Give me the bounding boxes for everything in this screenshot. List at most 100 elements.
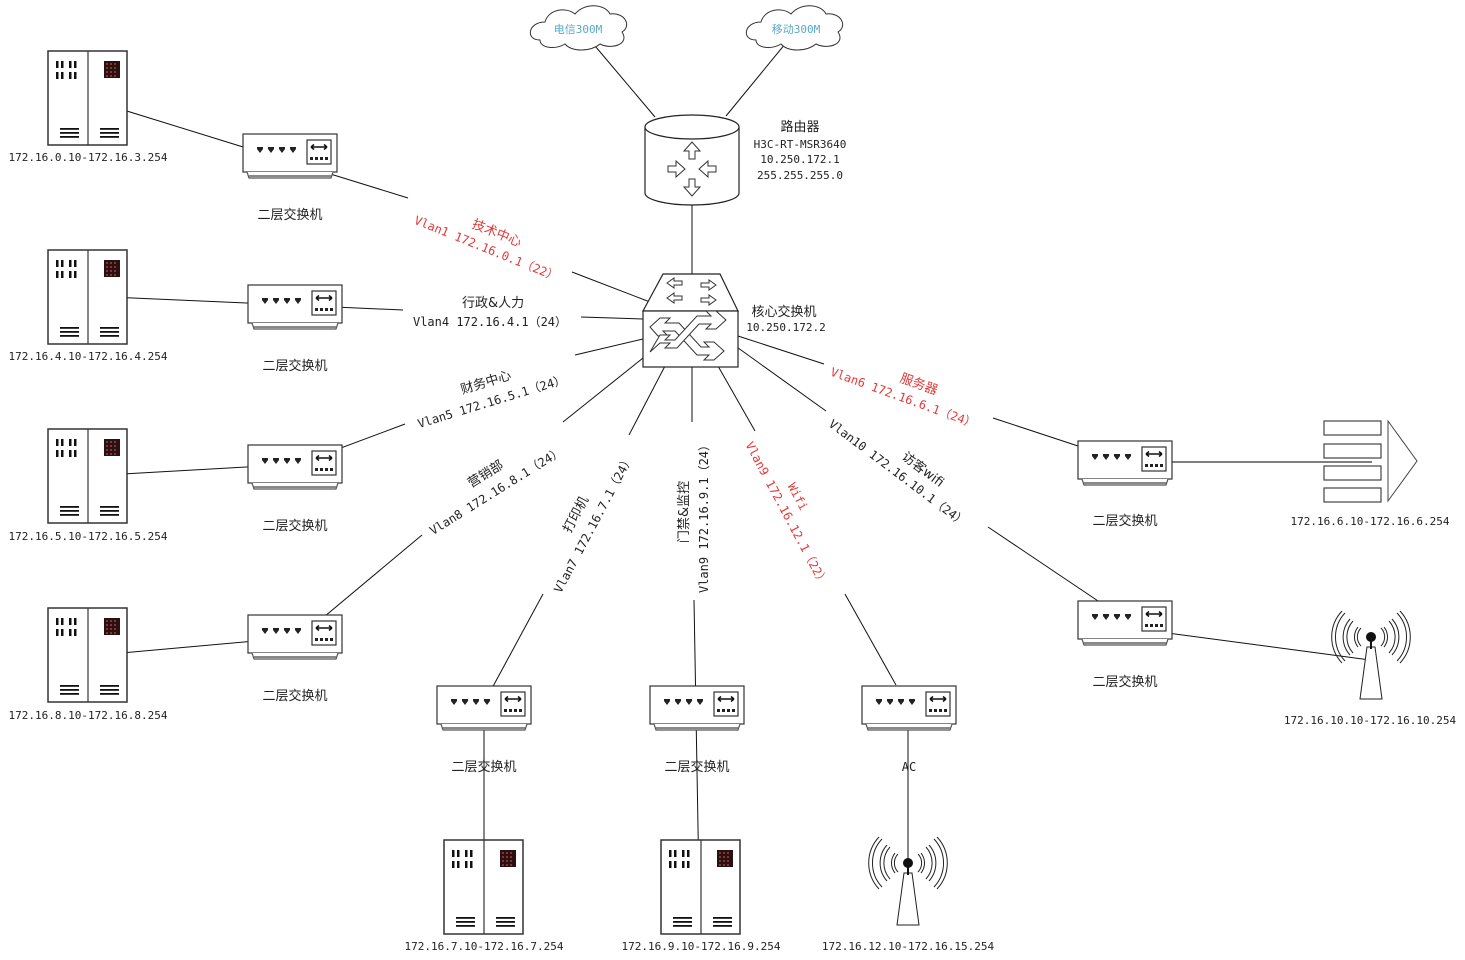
switch-icon bbox=[247, 444, 343, 490]
link-vlan4-b bbox=[580, 316, 644, 320]
router-model: H3C-RT-MSR3640 bbox=[754, 138, 847, 151]
link-vlan8-c bbox=[562, 357, 644, 423]
vlan-label: Wifi Vlan9 172.16.12.1（22） bbox=[742, 439, 830, 588]
cloud-label: 电信300M bbox=[554, 23, 603, 36]
endpoint-server[interactable]: 172.16.6.10-172.16.6.254 bbox=[1291, 419, 1450, 528]
vlan-label: 技术中心 Vlan1 172.16.0.1（22） bbox=[412, 213, 560, 284]
switch-label: 二层交换机 bbox=[1092, 513, 1157, 529]
vlan-subnet: Vlan4 172.16.4.1（24） bbox=[413, 315, 567, 329]
vlan-name: 行政&人力 bbox=[462, 296, 524, 311]
vlan-name: 门禁&监控 bbox=[677, 481, 692, 543]
cloud-telecom: 电信300M bbox=[530, 5, 628, 51]
pc-icon bbox=[47, 607, 128, 703]
switch-label: AC bbox=[902, 760, 916, 774]
vlan-subnet: Vlan9 172.16.9.1（24） bbox=[697, 439, 711, 593]
link-wifi-c bbox=[717, 365, 756, 432]
link-vlan4-a bbox=[87, 295, 404, 311]
switch-label: 二层交换机 bbox=[262, 518, 327, 534]
router-title: 路由器 bbox=[780, 119, 819, 135]
router-icon bbox=[644, 114, 740, 206]
pc-icon bbox=[47, 50, 128, 146]
link-vlan7-b bbox=[483, 593, 544, 704]
switch-icon bbox=[1077, 600, 1173, 646]
pc-icon bbox=[660, 839, 741, 935]
switch-label: 二层交换机 bbox=[1092, 674, 1157, 690]
ip-range: 172.16.5.10-172.16.5.254 bbox=[9, 530, 168, 543]
access-switch[interactable]: 二层交换机 bbox=[1077, 600, 1173, 690]
link-vlan10-c bbox=[726, 339, 827, 412]
cloud-icon bbox=[530, 5, 628, 51]
cloud-label: 移动300M bbox=[772, 23, 821, 36]
ip-range: 172.16.9.10-172.16.9.254 bbox=[622, 940, 781, 953]
access-switch[interactable]: 二层交换机 bbox=[247, 614, 343, 704]
ip-range: 172.16.0.10-172.16.3.254 bbox=[9, 151, 168, 164]
cloud-mobile: 移动300M bbox=[746, 5, 844, 51]
ip-range: 172.16.10.10-172.16.10.254 bbox=[1284, 714, 1457, 727]
router[interactable]: 路由器 H3C-RT-MSR3640 10.250.172.1 255.255.… bbox=[644, 114, 847, 206]
link-vlan10-b bbox=[987, 526, 1111, 610]
switch-label: 二层交换机 bbox=[451, 759, 516, 775]
access-switch[interactable]: 二层交换机 bbox=[1077, 440, 1173, 529]
link-vlan5-c bbox=[574, 338, 644, 356]
switch-icon bbox=[436, 685, 532, 731]
vlan-subnet: Vlan9 172.16.12.1（22） bbox=[742, 439, 830, 588]
link-vlan6-c bbox=[737, 335, 825, 365]
switch-icon bbox=[649, 685, 745, 731]
vlan-labels: 技术中心 Vlan1 172.16.0.1（22） 行政&人力 Vlan4 17… bbox=[412, 213, 979, 595]
switch-icon bbox=[242, 133, 338, 179]
link-vlan9a-a bbox=[693, 599, 700, 885]
link-mobile-router bbox=[725, 37, 791, 117]
link-vlan7-c bbox=[628, 365, 666, 436]
link-wifi-b bbox=[844, 593, 897, 686]
core-switch-ip: 10.250.172.2 bbox=[746, 321, 825, 334]
pc-icon bbox=[47, 249, 128, 345]
ip-range: 172.16.7.10-172.16.7.254 bbox=[405, 940, 564, 953]
vlan-label: 门禁&监控 Vlan9 172.16.9.1（24） bbox=[677, 439, 711, 593]
switch-label: 二层交换机 bbox=[257, 207, 322, 223]
endpoint-pc[interactable]: 172.16.5.10-172.16.5.254 bbox=[9, 428, 168, 543]
switch-icon bbox=[1077, 440, 1173, 486]
switch-label: 二层交换机 bbox=[664, 759, 729, 775]
endpoint-pc[interactable]: 172.16.9.10-172.16.9.254 bbox=[622, 839, 781, 953]
switch-icon bbox=[247, 614, 343, 660]
endpoint-ap[interactable]: 172.16.12.10-172.16.15.254 bbox=[822, 836, 995, 953]
switch-icon bbox=[861, 685, 957, 731]
link-vlan1-b bbox=[571, 271, 651, 303]
vlan-label: 服务器 Vlan6 172.16.6.1（24） bbox=[829, 365, 979, 431]
ip-range: 172.16.8.10-172.16.8.254 bbox=[9, 709, 168, 722]
link-telecom-router bbox=[589, 39, 656, 118]
endpoint-pc[interactable]: 172.16.8.10-172.16.8.254 bbox=[9, 607, 168, 722]
vlan-subnet: Vlan10 172.16.10.1（24） bbox=[826, 417, 969, 530]
pc-icon bbox=[47, 428, 128, 524]
core-switch-icon bbox=[641, 273, 739, 368]
endpoint-pc[interactable]: 172.16.0.10-172.16.3.254 bbox=[9, 50, 168, 164]
switch-label: 二层交换机 bbox=[262, 358, 327, 374]
vlan-label: 营销部 Vlan8 172.16.8.1（24） bbox=[427, 444, 565, 538]
switch-icon bbox=[247, 284, 343, 330]
endpoint-pc[interactable]: 172.16.4.10-172.16.4.254 bbox=[9, 249, 168, 363]
core-switch-title: 核心交换机 bbox=[751, 304, 816, 320]
core-switch[interactable]: 核心交换机 10.250.172.2 bbox=[641, 273, 826, 368]
access-switch[interactable]: 二层交换机 bbox=[436, 685, 532, 775]
vlan-label: 财务中心 Vlan5 172.16.5.1（24） bbox=[416, 367, 567, 431]
access-controller[interactable]: AC bbox=[861, 685, 957, 774]
router-ip: 10.250.172.1 bbox=[760, 153, 839, 166]
ip-range: 172.16.12.10-172.16.15.254 bbox=[822, 940, 995, 953]
wireless-ap-icon bbox=[1330, 610, 1412, 700]
access-switch[interactable]: 二层交换机 bbox=[247, 284, 343, 374]
pc-icon bbox=[443, 839, 524, 935]
endpoint-ap[interactable]: 172.16.10.10-172.16.10.254 bbox=[1284, 610, 1457, 727]
access-switch[interactable]: 二层交换机 bbox=[247, 444, 343, 534]
access-switch[interactable]: 二层交换机 bbox=[242, 133, 338, 223]
cloud-icon bbox=[746, 5, 844, 51]
ip-range: 172.16.6.10-172.16.6.254 bbox=[1291, 515, 1450, 528]
router-mask: 255.255.255.0 bbox=[757, 169, 843, 182]
link-vlan6-b bbox=[992, 417, 1079, 447]
switch-label: 二层交换机 bbox=[262, 688, 327, 704]
server-icon bbox=[1323, 419, 1418, 503]
access-switch[interactable]: 二层交换机 bbox=[649, 685, 745, 775]
ip-range: 172.16.4.10-172.16.4.254 bbox=[9, 350, 168, 363]
endpoint-pc[interactable]: 172.16.7.10-172.16.7.254 bbox=[405, 839, 564, 953]
vlan-label: 行政&人力 Vlan4 172.16.4.1（24） bbox=[413, 296, 567, 329]
